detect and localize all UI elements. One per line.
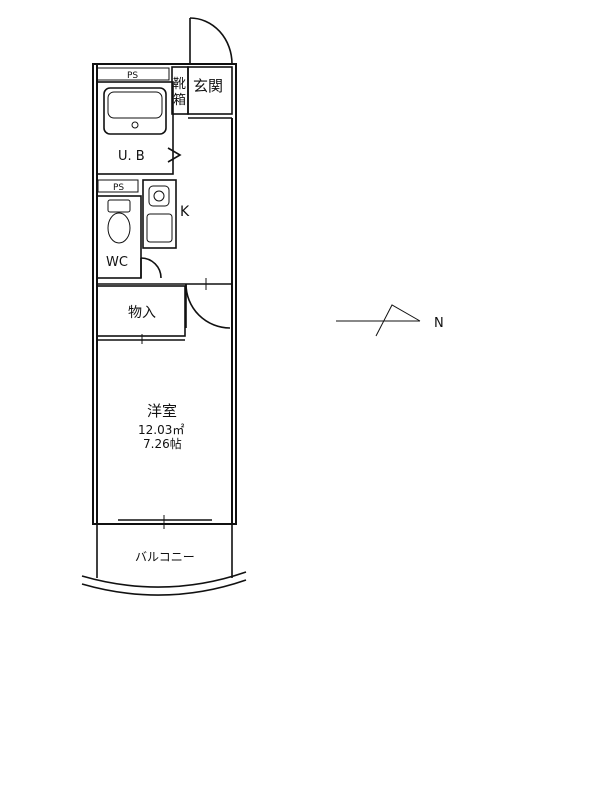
balcony-window [118, 515, 212, 529]
bath-label: U. B [118, 149, 145, 164]
north-label: N [434, 316, 444, 331]
kitchen-counter [142, 179, 177, 249]
kitchen-label: K [180, 204, 190, 220]
shoe-box-label-2: 箱 [173, 92, 186, 108]
toilet-label: WC [106, 255, 128, 270]
area-tatami-label: 7.26帖 [143, 436, 182, 451]
storage-label: 物入 [128, 305, 156, 321]
ps-top-box [96, 67, 170, 81]
western-room-label: 洋室 [147, 402, 177, 420]
north-arrow-icon [336, 304, 421, 337]
corridor-door [97, 278, 232, 329]
balcony-label: バルコニー [135, 550, 195, 564]
ps-mid-box [97, 179, 139, 193]
toilet-room [96, 195, 162, 279]
shoe-box-label-1: 靴 [173, 77, 186, 92]
ps-top-label: PS [127, 71, 138, 81]
area-sqm-label: 12.03㎡ [138, 423, 184, 437]
ps-mid-label: PS [113, 183, 124, 193]
entrance-door [189, 17, 233, 65]
entrance-area [171, 66, 233, 119]
balcony [81, 524, 247, 596]
unit-bath [96, 81, 182, 175]
entrance-label: 玄関 [193, 77, 223, 95]
storage-closet [96, 285, 186, 344]
